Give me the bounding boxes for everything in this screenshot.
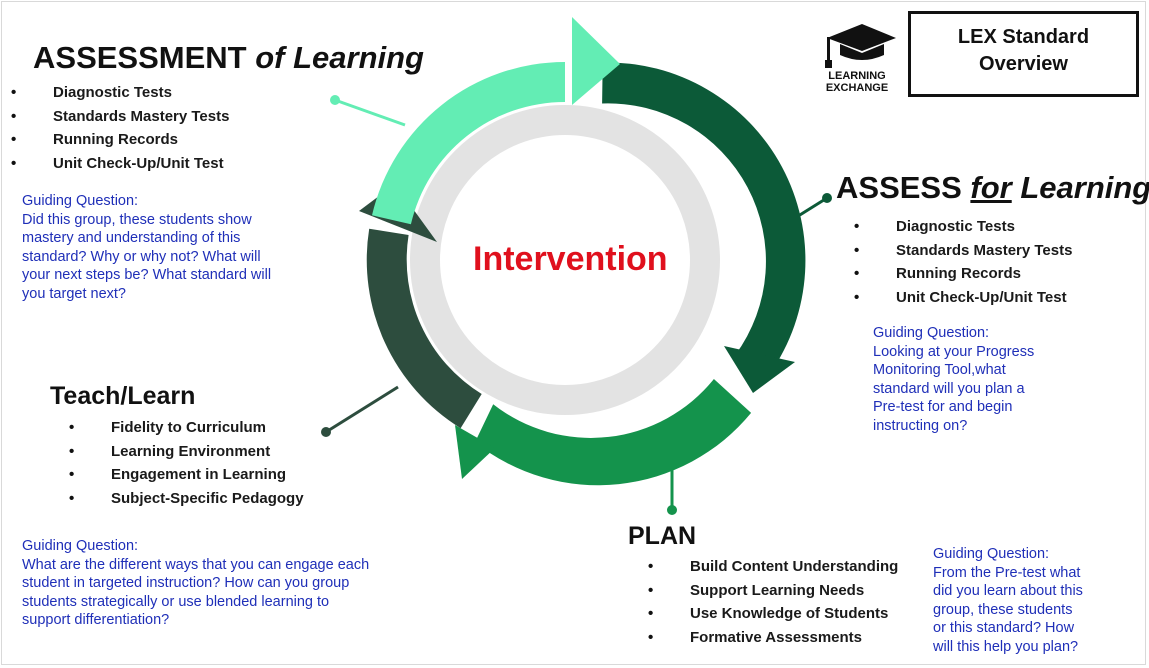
connector-assessment-of xyxy=(330,95,406,127)
heading-assess-for-bold: ASSESS xyxy=(836,170,971,205)
heading-teach: Teach/Learn xyxy=(50,382,196,410)
guide-line: What are the different ways that you can… xyxy=(22,556,370,573)
guide-line: Monitoring Tool,what xyxy=(873,362,1006,378)
guide-line: group, these students xyxy=(933,601,1073,618)
guide-line: student in targeted instruction? How can… xyxy=(22,575,350,591)
guide-line: Looking at your Progress xyxy=(873,343,1035,360)
guide-line: Pre-test for and begin xyxy=(873,399,1013,415)
list-item: Subject-Specific Pedagogy xyxy=(69,487,303,511)
inner-ring xyxy=(410,105,720,415)
segment-teach xyxy=(366,228,482,429)
guide-label: Guiding Question: xyxy=(22,538,139,554)
title-line-2: Overview xyxy=(979,53,1068,75)
segment-plan xyxy=(475,379,752,486)
list-item: Unit Check-Up/Unit Test xyxy=(11,152,229,176)
guide-line: support differentiation? xyxy=(22,612,170,628)
list-item: Diagnostic Tests xyxy=(854,215,1072,239)
list-item: Running Records xyxy=(11,128,229,152)
arrow-plan xyxy=(455,425,495,479)
title-line-1: LEX Standard xyxy=(957,26,1090,48)
heading-plan: PLAN xyxy=(628,522,697,550)
arrow-assessment-of xyxy=(572,17,620,105)
guide-line: your next steps be? What standard will xyxy=(22,267,272,283)
heading-assessment-of: ASSESSMENT of Learning xyxy=(33,40,424,76)
list-plan: Build Content Understanding Support Lear… xyxy=(648,555,898,650)
list-item: Support Learning Needs xyxy=(648,579,898,603)
list-item: Learning Environment xyxy=(69,440,304,464)
list-item: Use Knowledge of Students xyxy=(648,602,898,626)
heading-assess-for: ASSESS for Learning xyxy=(836,170,1149,206)
logo-line-1: LEARNING xyxy=(828,70,886,82)
center-disc xyxy=(441,136,689,384)
guide-line: will this help you plan? xyxy=(933,638,1079,655)
heading-assess-for-italic: Learning xyxy=(1011,170,1149,205)
guide-line: Did this group, these students show xyxy=(22,211,252,228)
list-item: Diagnostic Tests xyxy=(11,81,229,105)
list-item: Running Records xyxy=(854,262,1072,286)
guide-line: instructing on? xyxy=(873,417,968,434)
guide-line: standard? Why or why not? What will xyxy=(22,248,261,265)
guide-label: Guiding Question: xyxy=(22,193,139,209)
list-item: Standards Mastery Tests xyxy=(854,239,1073,263)
connector-teach xyxy=(321,385,399,437)
guide-line: or this standard? How xyxy=(933,620,1075,636)
title-box: LEX Standard Overview xyxy=(908,11,1139,97)
guide-line: you target next? xyxy=(22,285,126,302)
list-item: Standards Mastery Tests xyxy=(11,105,230,129)
guide-line: mastery and understanding of this xyxy=(22,230,241,246)
segment-assessment-of xyxy=(372,61,565,225)
guide-label: Guiding Question: xyxy=(873,325,990,341)
heading-assessment-of-italic: of Learning xyxy=(255,40,424,75)
list-teach: Fidelity to Curriculum Learning Environm… xyxy=(69,416,304,511)
logo: LEARNING EXCHANGE xyxy=(818,20,896,96)
guide-label: Guiding Question: xyxy=(933,546,1050,562)
list-item: Build Content Understanding xyxy=(648,555,898,579)
logo-line-2: EXCHANGE xyxy=(825,82,889,94)
connector-assess-for xyxy=(794,193,832,220)
center-label: Intervention xyxy=(473,240,668,278)
list-assess-for: Diagnostic Tests Standards Mastery Tests… xyxy=(854,215,1073,310)
guide-assess-for: Guiding Question: Looking at your Progre… xyxy=(873,324,1034,435)
list-item: Formative Assessments xyxy=(648,626,898,650)
list-item: Engagement in Learning xyxy=(69,463,304,487)
guide-line: did you learn about this xyxy=(933,583,1083,599)
heading-assess-for-underlined: for xyxy=(970,170,1012,205)
guide-teach: Guiding Question: What are the different… xyxy=(22,537,369,630)
list-item: Fidelity to Curriculum xyxy=(69,416,304,440)
guide-assessment-of: Guiding Question: Did this group, these … xyxy=(22,192,271,303)
logo-text: LEARNING EXCHANGE xyxy=(818,70,896,94)
guide-line: From the Pre-test what xyxy=(933,564,1081,581)
segment-assess-for xyxy=(602,62,806,374)
heading-assessment-of-bold: ASSESSMENT xyxy=(33,40,256,75)
graduation-cap-icon xyxy=(825,24,896,68)
guide-line: students strategically or use blended le… xyxy=(22,593,330,610)
connector-plan xyxy=(667,458,677,515)
list-item: Unit Check-Up/Unit Test xyxy=(854,286,1072,310)
arrow-assess-for xyxy=(724,346,795,393)
list-assessment-of: Diagnostic Tests Standards Mastery Tests… xyxy=(11,81,230,176)
guide-line: standard will you plan a xyxy=(873,380,1025,397)
guide-plan: Guiding Question: From the Pre-test what… xyxy=(933,545,1083,656)
